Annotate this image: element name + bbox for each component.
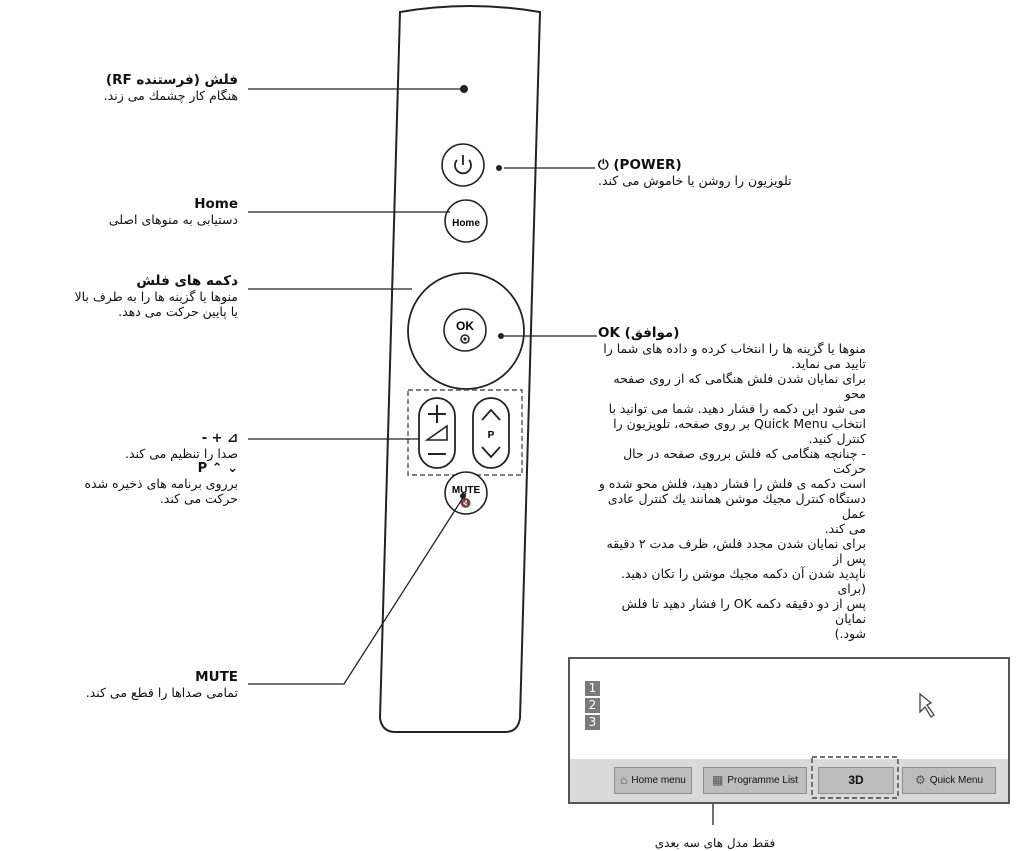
label-ok: OK (موافق) منوها يا گزينه ها را انتخاب ك… <box>598 325 866 642</box>
label-program-symbol: P ⌃ ⌄ <box>197 461 238 476</box>
label-home-desc: دستيابی به منوهای اصلی <box>108 212 238 227</box>
power-icon <box>454 155 472 175</box>
ok-dot <box>460 334 470 344</box>
label-mute-title: MUTE <box>195 669 238 685</box>
label-home-title: Home <box>194 196 238 212</box>
ok-button-label: OK <box>456 319 474 333</box>
label-ok-desc: منوها يا گزينه ها را انتخاب كرده و داده … <box>598 341 866 641</box>
ok-button <box>443 308 487 352</box>
caption-3d-only: فقط مدل های سه بعدی <box>654 836 776 850</box>
mute-icon: 🔇 <box>460 497 471 509</box>
label-home: Home دستيابی به منوهای اصلی <box>0 196 238 228</box>
power-label-icon: ⏻ <box>598 157 609 173</box>
volume-plus-icon <box>428 405 446 423</box>
label-flash-title: دكمه های فلش <box>136 273 238 289</box>
tv-3d-button[interactable]: 3D <box>818 767 894 794</box>
tv-home-menu-button[interactable]: ⌂ Home menu <box>614 767 692 794</box>
label-flash-desc: منوها يا گزينه ها را به طرف بالا يا پايي… <box>74 289 238 319</box>
home-button-label: Home <box>452 218 480 229</box>
label-mute-desc: تمامی صداها را قطع می كند. <box>85 685 238 700</box>
threed-highlight <box>811 756 899 799</box>
label-ok-title: OK (موافق) <box>598 325 680 341</box>
label-volume-program: - + ⊿ صدا را تنظيم می كند. P ⌃ ⌄ برروی ب… <box>0 431 238 506</box>
tv-programme-list-button[interactable]: ▦ Programme List <box>703 767 807 794</box>
program-label: P <box>488 430 495 441</box>
grid-icon: ▦ <box>712 773 724 787</box>
label-program-desc: برروی برنامه های ذخيره شده حركت می كند. <box>84 476 238 506</box>
tv-3d-label: 3D <box>848 773 864 787</box>
program-rocker <box>472 397 510 469</box>
label-mute: MUTE تمامی صداها را قطع می كند. <box>0 669 238 701</box>
label-power-desc: تلويزيون را روشن يا خاموش می كند. <box>598 173 792 188</box>
label-power-title: ⏻ (POWER) <box>598 157 682 173</box>
leader-mute <box>248 492 467 685</box>
gear-icon: ⚙ <box>914 773 926 787</box>
label-volume-symbol: - + ⊿ <box>201 431 238 446</box>
tv-channel-number: 3 <box>585 715 600 730</box>
rf-led <box>460 85 468 93</box>
tv-channel-number: 2 <box>585 698 600 713</box>
mute-button-label: MUTE <box>452 485 481 496</box>
tv-programme-list-label: Programme List <box>727 775 798 786</box>
tv-quick-menu-label: Quick Menu <box>929 775 984 786</box>
tv-quick-menu-button[interactable]: ⚙ Quick Menu <box>902 767 996 794</box>
chevron-up-icon <box>481 408 501 421</box>
label-rf: فلش (فرستنده RF) هنگام کار چشمك می زند. <box>0 72 238 104</box>
home-button <box>444 199 488 243</box>
tv-channel-number: 1 <box>585 681 600 696</box>
label-rf-desc: هنگام کار چشمك می زند. <box>103 88 238 103</box>
volume-icon <box>424 424 448 441</box>
label-power: ⏻ (POWER) تلويزيون را روشن يا خاموش می ك… <box>598 157 868 189</box>
tv-home-menu-label: Home menu <box>631 775 686 786</box>
label-volume-desc: صدا را تنظيم می كند. <box>124 446 238 461</box>
label-rf-title: فلش (فرستنده RF) <box>105 72 238 88</box>
home-icon: ⌂ <box>620 773 628 787</box>
chevron-down-icon <box>481 446 501 459</box>
label-flash-buttons: دكمه های فلش منوها يا گزينه ها را به طرف… <box>0 273 238 320</box>
cursor-arrow-icon <box>919 692 935 718</box>
